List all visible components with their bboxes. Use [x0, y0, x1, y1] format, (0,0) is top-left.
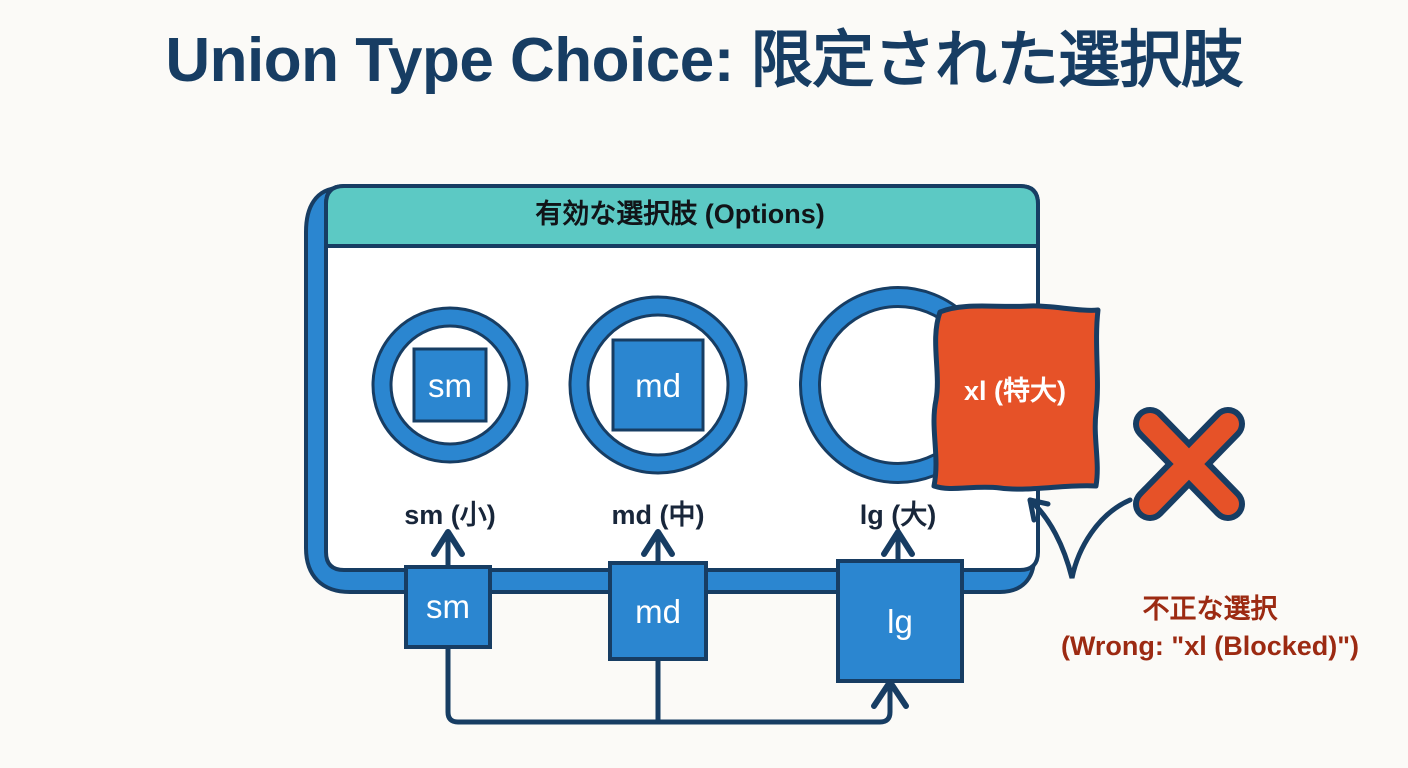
options-panel-header-label: 有効な選択肢 (Options) — [535, 199, 825, 229]
sm-ring — [374, 309, 526, 461]
page-title: Union Type Choice: 限定された選択肢 — [165, 26, 1243, 95]
arrow-lg-up — [881, 529, 915, 564]
callout-arrowhead — [1027, 497, 1051, 523]
annotation-line-2: (Wrong: "xl (Blocked)") — [1060, 631, 1360, 661]
node-label-md: md — [635, 593, 681, 630]
node-box-md[interactable] — [608, 561, 708, 661]
caption-lg: lg (大) — [859, 500, 937, 530]
caption-md: md (中) — [611, 500, 705, 530]
caption-sm: sm (小) — [404, 500, 496, 530]
md-square — [611, 338, 705, 432]
arrow-sm-up — [431, 529, 465, 570]
connector-sm-to-lg — [445, 644, 893, 725]
sm-square — [412, 347, 488, 423]
node-box-sm[interactable] — [404, 565, 492, 649]
md-circle-label: md — [635, 367, 681, 404]
blocked-blob[interactable] — [931, 303, 1101, 492]
annotation-line-1: 不正な選択 — [1142, 594, 1278, 624]
option-sm-graphic[interactable] — [371, 306, 529, 464]
node-label-lg: lg — [887, 603, 913, 640]
node-box-lg[interactable] — [836, 559, 964, 683]
option-md-graphic[interactable] — [568, 295, 748, 475]
sm-circle-label: sm — [428, 367, 472, 404]
arrowhead-into-lg-bottom — [871, 679, 909, 709]
arrow-md-up — [641, 529, 675, 566]
x-mark-icon — [1133, 407, 1245, 521]
callout-arrow — [1027, 497, 1133, 579]
blocked-blob-label: xl (特大) — [963, 376, 1066, 406]
node-label-sm: sm — [426, 588, 470, 625]
md-ring — [571, 298, 745, 472]
